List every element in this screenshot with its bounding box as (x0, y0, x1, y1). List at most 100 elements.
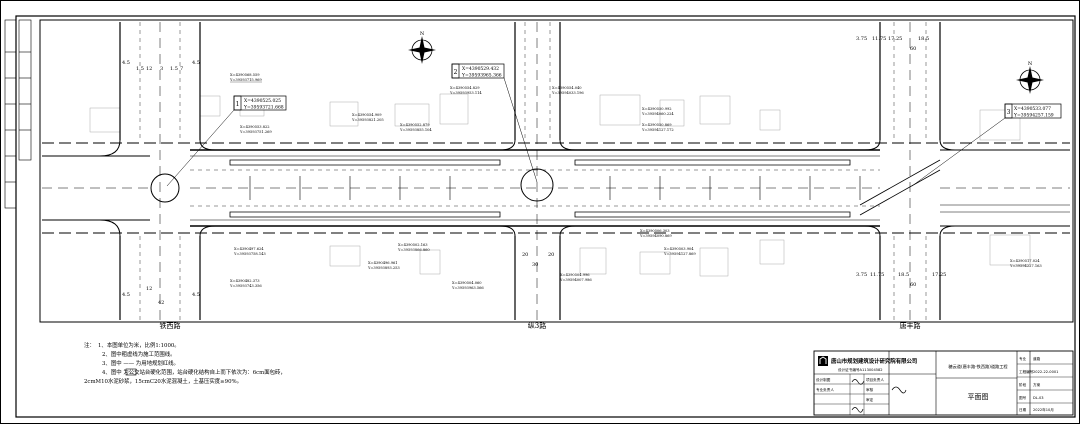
svg-text:X=4390552.879: X=4390552.879 (400, 123, 430, 127)
coord-box-1: 1 X=4390525.025 Y=39593721.668 (166, 95, 287, 187)
note-line: 2cmM10水泥砂浆，15cmC20水泥混凝土，土基压实度≥90%。 (84, 377, 242, 385)
note-line: 3、图中 —— 为用地规划红线。 (102, 359, 179, 367)
bus-stop-legend-icon (125, 368, 137, 376)
note-line: 4、图中 为公交站台硬化范围，站台硬化结构自上而下依次为：6cm面包砖， (102, 368, 286, 376)
svg-text:Y=39593953.114: Y=39593953.114 (449, 91, 482, 95)
north-arrow-right-icon: N (1016, 61, 1044, 94)
svg-text:Y=39593866.860: Y=39593866.860 (397, 248, 430, 252)
svg-text:X=4390504.060: X=4390504.060 (452, 281, 482, 285)
callout: X=4390568.559 Y=39593715.969 (229, 73, 262, 83)
coordinate-callouts: X=4390568.559 Y=39593715.969 X=4390554.9… (229, 73, 1042, 290)
svg-text:11.75: 11.75 (870, 272, 884, 278)
svg-text:Y=39594090.869: Y=39594090.869 (639, 234, 672, 238)
coord-y: Y=39593965.366 (461, 73, 502, 79)
left-signoff-strip (4, 19, 32, 209)
callout: X=4390552.879 Y=39593855.104 (399, 123, 432, 132)
callout: X=4390497.624 Y=39593758.143 (233, 247, 266, 256)
info-value: 2022年10月 (1033, 407, 1054, 412)
coord-x: X=4390525.025 (244, 98, 281, 104)
callout: X=4390517.024 Y=39594227.163 (1009, 259, 1042, 268)
svg-text:20: 20 (548, 252, 554, 258)
svg-text:1: 1 (236, 101, 240, 108)
callout: X=4390503.904 Y=39594127.869 (663, 247, 696, 256)
coord-y: Y=39593721.668 (243, 105, 284, 111)
coord-box-2: 2 X=4390529.432 Y=39593965.366 (451, 63, 538, 183)
coord-y: Y=39594257.159 (1013, 113, 1054, 119)
callout: X=4390504.060 Y=39593963.566 (451, 281, 484, 290)
drawing-title: 平面图 (968, 393, 989, 401)
company-name: 唐山市规划建筑设计研究院有限公司 (831, 357, 917, 365)
svg-text:18.5: 18.5 (918, 36, 929, 42)
svg-text:X=4390504.996: X=4390504.996 (560, 273, 590, 277)
svg-text:Y=39593715.969: Y=39593715.969 (229, 78, 262, 82)
svg-text:18.5: 18.5 (898, 272, 909, 278)
svg-text:X=4390550.869: X=4390550.869 (642, 123, 672, 127)
signature-marks (851, 379, 907, 413)
notes-block: 注： 1、本图单位为米，比例1:1000。 2、图中粗虚线为施工范围线。 3、图… (84, 341, 286, 385)
svg-text:12: 12 (146, 286, 152, 292)
role-label: 审定 (866, 397, 874, 402)
svg-text:Y=39594127.172: Y=39594127.172 (641, 128, 674, 132)
note-line: 2、图中粗虚线为施工范围线。 (102, 350, 176, 358)
callout: X=4390554.909 Y=39593821.205 (351, 113, 384, 122)
info-label: 图号 (1019, 395, 1027, 400)
info-label: 专业 (1019, 356, 1027, 361)
road-name-left: 铁西路 (160, 321, 181, 330)
construction-range-line (42, 142, 1070, 234)
callout: X=4390502.163 Y=39593866.860 (397, 243, 430, 252)
info-value: 道路 (1033, 356, 1041, 361)
callout: X=4390496.961 Y=39593893.253 (367, 261, 400, 270)
svg-text:20: 20 (522, 252, 528, 258)
callout: X=4390482.373 Y=39593743.356 (229, 279, 262, 288)
svg-text:Y=39593743.356: Y=39593743.356 (229, 284, 262, 288)
svg-text:60: 60 (910, 282, 916, 288)
coord-box-3: 3 X=4390533.077 Y=39594257.159 (911, 103, 1062, 187)
svg-text:N: N (1028, 61, 1033, 67)
info-value: DL-03 (1033, 396, 1044, 400)
callout: X=4390553.822 Y=39593751.269 (239, 125, 272, 134)
svg-text:X=4390497.624: X=4390497.624 (234, 247, 264, 251)
cross-road-tangfeng (859, 22, 956, 320)
callout: X=4390550.869 Y=39594127.172 (641, 123, 674, 132)
callout: X=4390550.992 Y=39594060.224 (641, 107, 674, 116)
svg-text:3: 3 (1007, 109, 1011, 116)
svg-text:3: 3 (160, 66, 163, 72)
svg-text:4.5: 4.5 (192, 292, 200, 298)
callout: X=4390506.303 Y=39594090.869 (639, 229, 672, 238)
cross-road-zong3 (499, 22, 576, 320)
main-road (42, 149, 1070, 227)
svg-text:Y=39594127.869: Y=39594127.869 (663, 252, 696, 256)
notes-prefix: 注： (84, 341, 95, 349)
svg-text:X=4390496.961: X=4390496.961 (368, 261, 398, 265)
callout: X=4390504.996 Y=39594007.986 (559, 273, 592, 282)
role-label: 审核 (866, 387, 874, 392)
svg-text:Y=39593963.566: Y=39593963.566 (451, 286, 484, 290)
svg-text:Y=39593893.253: Y=39593893.253 (367, 266, 400, 270)
svg-text:2: 2 (454, 69, 458, 76)
svg-text:X=4390554.040: X=4390554.040 (552, 86, 582, 90)
callout: X=4390554.829 Y=39593953.114 (449, 86, 482, 95)
info-value: 方案 (1033, 382, 1041, 387)
svg-text:30: 30 (532, 262, 538, 268)
svg-text:Y=39594033.196: Y=39594033.196 (551, 91, 584, 95)
svg-text:N: N (420, 31, 425, 37)
svg-text:X=4390550.992: X=4390550.992 (642, 107, 672, 111)
svg-text:X=4390553.822: X=4390553.822 (240, 125, 270, 129)
svg-text:Y=39593751.269: Y=39593751.269 (239, 130, 272, 134)
svg-text:X=4390568.559: X=4390568.559 (230, 73, 260, 77)
svg-text:4.5: 4.5 (122, 292, 130, 298)
cross-road-tiexi (99, 22, 216, 320)
svg-text:3.75: 3.75 (856, 36, 867, 42)
svg-text:X=4390506.303: X=4390506.303 (640, 229, 670, 233)
svg-text:Y=39593821.205: Y=39593821.205 (351, 118, 384, 122)
svg-text:Y=39594007.986: Y=39594007.986 (559, 278, 592, 282)
svg-text:42: 42 (158, 300, 164, 306)
svg-text:X=4390502.163: X=4390502.163 (398, 243, 428, 247)
road-name-middle: 纵3路 (528, 321, 546, 330)
svg-text:X=4390554.909: X=4390554.909 (352, 113, 382, 117)
svg-text:Y=39593855.104: Y=39593855.104 (399, 128, 432, 132)
info-value: 2022-22-0001 (1033, 370, 1058, 374)
svg-text:4.5: 4.5 (122, 60, 130, 66)
inner-border (15, 15, 1076, 418)
svg-text:Y=39594227.163: Y=39594227.163 (1009, 264, 1042, 268)
